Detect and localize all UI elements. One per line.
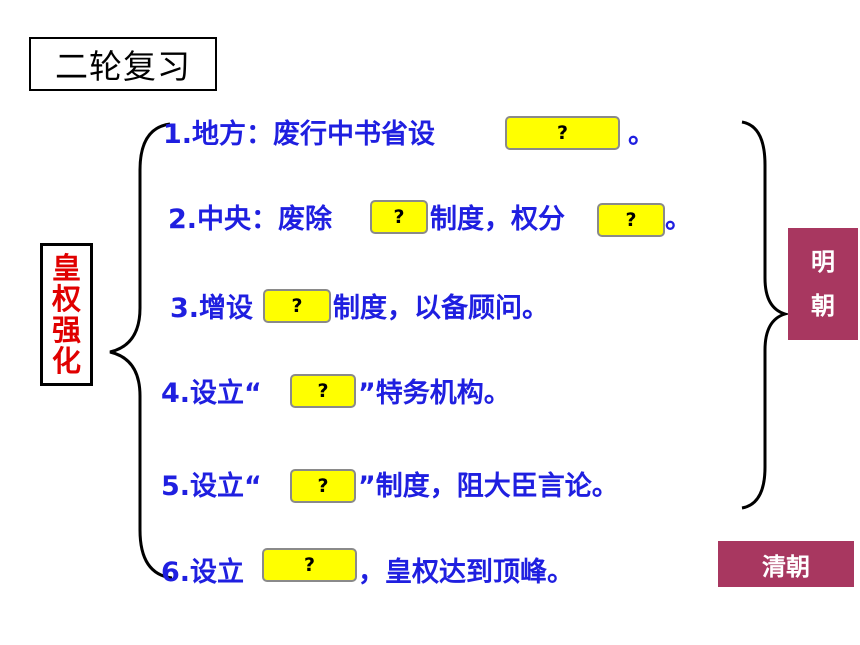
answer-box-1[interactable]: ? — [505, 116, 620, 150]
answer-box-2a[interactable]: ? — [370, 200, 428, 234]
point-1-text: 1.地方：废行中书省设 — [163, 119, 436, 150]
right-brace — [741, 120, 791, 510]
answer-box-6[interactable]: ? — [262, 548, 357, 582]
point-5-b: ”制度，阻大臣言论。 — [358, 471, 619, 502]
ming-tag-char: 朝 — [811, 292, 835, 320]
point-5-a: 5.设立“ — [161, 471, 262, 502]
left-brace — [109, 122, 173, 580]
ming-dynasty-tag: 明 朝 — [788, 228, 858, 340]
side-label-char: 化 — [51, 343, 81, 378]
point-3-a: 3.增设 — [170, 293, 254, 324]
point-6-a: 6.设立 — [161, 557, 245, 588]
side-label-box: 皇 权 强 化 — [40, 243, 93, 386]
qing-dynasty-tag: 清朝 — [718, 541, 854, 587]
point-2-c: 。 — [665, 204, 692, 235]
answer-box-2b[interactable]: ? — [597, 203, 665, 237]
side-label-char: 强 — [51, 312, 81, 347]
point-1-end: 。 — [628, 119, 655, 150]
answer-box-5[interactable]: ? — [290, 469, 356, 503]
point-3-b: 制度，以备顾问。 — [333, 293, 549, 324]
ming-tag-char: 明 — [811, 248, 835, 276]
answer-box-3[interactable]: ? — [263, 289, 331, 323]
slide-title: 二轮复习 — [29, 37, 217, 91]
point-4-a: 4.设立“ — [161, 378, 262, 409]
point-2-b: 制度，权分 — [430, 204, 565, 235]
point-1: 1.地方：废行中书省设 — [163, 115, 435, 155]
point-2-a: 2.中央：废除 — [168, 204, 333, 235]
side-label-char: 皇 — [51, 250, 81, 285]
point-6-b: ，皇权达到顶峰。 — [358, 557, 574, 588]
point-4-b: ”特务机构。 — [358, 378, 511, 409]
answer-box-4[interactable]: ? — [290, 374, 356, 408]
side-label-char: 权 — [51, 281, 81, 316]
